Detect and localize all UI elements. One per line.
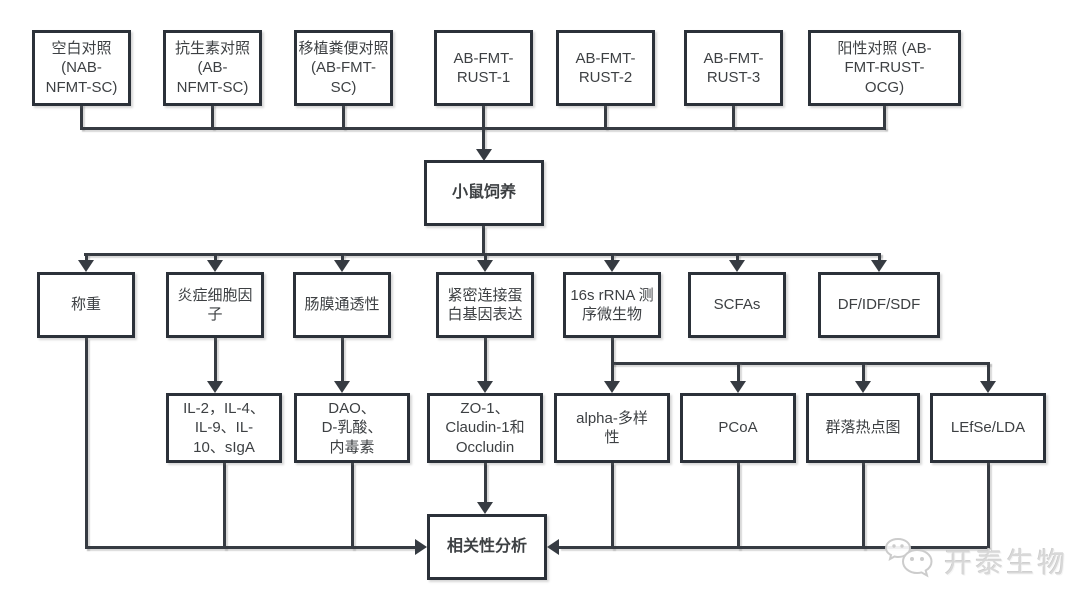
box-interleukins: IL-2，IL-4、 IL-9、IL- 10、sIgA <box>166 393 282 463</box>
arrowhead-down <box>334 260 350 272</box>
arrowhead-down <box>207 381 223 393</box>
arrowhead-down <box>871 260 887 272</box>
connector-bus <box>85 546 415 549</box>
connector-bus <box>84 253 881 256</box>
arrowhead-down <box>476 149 492 161</box>
connector-line <box>214 253 217 262</box>
box-mouse-feeding: 小鼠饲养 <box>424 160 544 226</box>
arrowhead-down <box>980 381 996 393</box>
connector-line <box>85 253 88 262</box>
connector-line <box>862 362 865 382</box>
connector-line <box>611 253 614 262</box>
arrowhead-down <box>334 381 350 393</box>
box-pcoa: PCoA <box>680 393 796 463</box>
arrowhead-down <box>477 381 493 393</box>
connector-line <box>987 463 990 549</box>
watermark: 开泰生物 <box>884 536 1068 585</box>
box-correlation-analysis: 相关性分析 <box>427 514 547 580</box>
connector-line <box>862 463 865 549</box>
arrowhead-down <box>477 260 493 272</box>
connector-line <box>736 253 739 262</box>
wechat-logo-icon <box>884 536 936 585</box>
connector-line <box>611 362 614 382</box>
connector-line <box>341 338 344 382</box>
box-ab-fmt-rust-1: AB-FMT- RUST-1 <box>434 30 533 106</box>
connector-line <box>987 362 990 382</box>
arrowhead-down <box>730 381 746 393</box>
connector-line <box>211 104 214 129</box>
connector-line <box>342 104 345 129</box>
box-inflammatory-cytokines: 炎症细胞因 子 <box>166 272 264 338</box>
connector-line <box>214 338 217 382</box>
connector-line <box>484 253 487 262</box>
arrowhead-down <box>604 381 620 393</box>
box-ab-fmt-rust-2: AB-FMT- RUST-2 <box>556 30 655 106</box>
connector-bus <box>559 546 989 549</box>
arrowhead-down <box>207 260 223 272</box>
box-lefse-lda: LEfSe/LDA <box>930 393 1046 463</box>
box-tight-junction-expression: 紧密连接蛋 白基因表达 <box>436 272 534 338</box>
box-weighing: 称重 <box>37 272 135 338</box>
connector-line <box>737 463 740 549</box>
connector-line <box>341 253 344 262</box>
connector-line <box>737 362 740 382</box>
connector-line <box>878 253 881 262</box>
arrowhead-down <box>78 260 94 272</box>
connector-line <box>482 104 485 129</box>
box-intestinal-permeability: 肠膜通透性 <box>293 272 391 338</box>
connector-line <box>732 104 735 129</box>
box-fmt-control: 移植粪便对照 (AB-FMT- SC) <box>294 30 393 106</box>
connector-line <box>223 463 226 549</box>
watermark-text: 开泰生物 <box>944 546 1069 578</box>
connector-line <box>611 338 614 365</box>
box-df-idf-sdf: DF/IDF/SDF <box>818 272 940 338</box>
connector-bus <box>611 362 990 365</box>
box-blank-control: 空白对照 (NAB- NFMT-SC) <box>32 30 131 106</box>
arrowhead-down <box>604 260 620 272</box>
arrowhead-down <box>477 502 493 514</box>
connector-line <box>482 127 485 151</box>
connector-line <box>484 338 487 382</box>
connector-line <box>80 104 83 129</box>
arrowhead-down <box>729 260 745 272</box>
box-zo1-claudin-occludin: ZO-1、 Claudin-1和 Occludin <box>427 393 543 463</box>
connector-line <box>351 463 354 549</box>
arrowhead-left <box>547 539 559 555</box>
box-community-heatmap: 群落热点图 <box>806 393 920 463</box>
box-scfas: SCFAs <box>688 272 786 338</box>
box-positive-control: 阳性对照 (AB- FMT-RUST- OCG) <box>808 30 961 106</box>
connector-line <box>604 104 607 129</box>
connector-line <box>484 463 487 503</box>
box-dao-dlactate-endotoxin: DAO、 D-乳酸、 内毒素 <box>294 393 410 463</box>
connector-line <box>482 226 485 254</box>
arrowhead-down <box>855 381 871 393</box>
connector-line <box>611 463 614 549</box>
box-16s-rrna-sequencing: 16s rRNA 测 序微生物 <box>563 272 661 338</box>
box-alpha-diversity: alpha-多样 性 <box>554 393 670 463</box>
box-ab-fmt-rust-3: AB-FMT- RUST-3 <box>684 30 783 106</box>
connector-line <box>85 338 88 549</box>
box-antibiotic-control: 抗生素对照 (AB- NFMT-SC) <box>163 30 262 106</box>
connector-line <box>883 104 886 129</box>
arrowhead-right <box>415 539 427 555</box>
